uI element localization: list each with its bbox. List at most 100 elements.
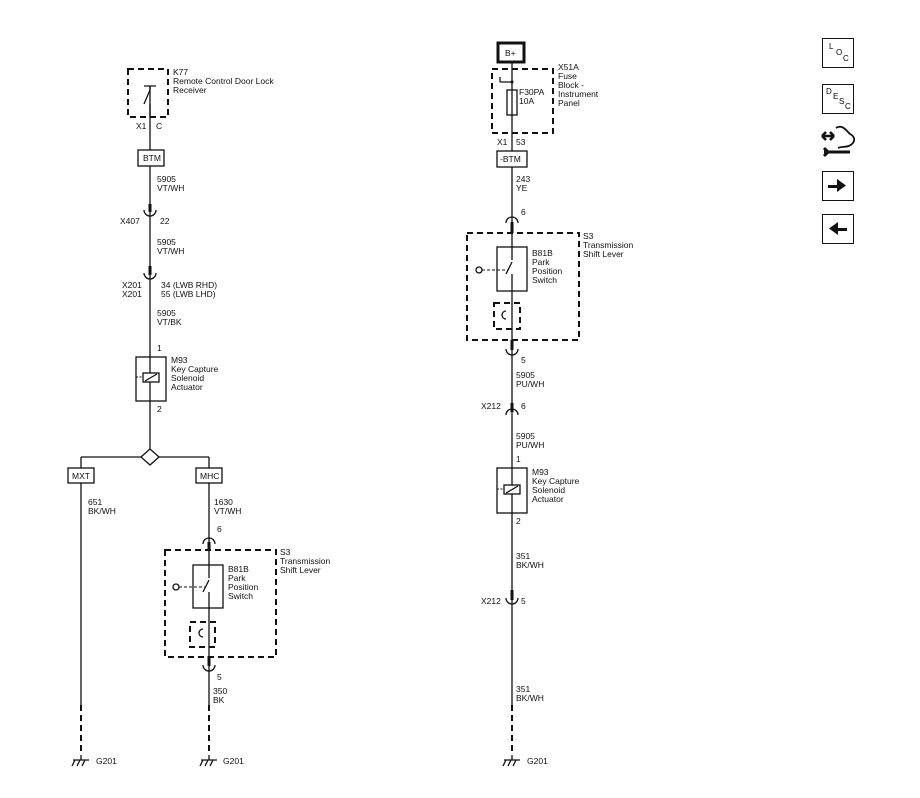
wire-color: VT/WH	[214, 506, 241, 516]
wire-circuit: 243	[516, 174, 530, 184]
internal-connector-box	[493, 302, 521, 330]
ground-label: G201	[527, 756, 548, 766]
b81b-name: Position	[228, 582, 259, 592]
wire-color: PU/WH	[516, 440, 544, 450]
s3-name: Shift Lever	[280, 565, 321, 575]
wire-circuit: 351	[516, 551, 530, 561]
btm-box	[137, 149, 165, 167]
pin-label: 2	[157, 404, 162, 414]
switch-symbol	[505, 247, 513, 291]
wire-circuit: 651	[88, 497, 102, 507]
pin-label: 22	[160, 216, 170, 226]
b81b-name: Position	[532, 266, 563, 276]
fuse-label: F30PA	[519, 87, 545, 97]
splice-diamond	[140, 448, 160, 466]
s3-name: Shift Lever	[583, 249, 624, 259]
pin-label: 5	[521, 596, 526, 606]
mhc-box	[195, 467, 223, 484]
connector-label: X1	[497, 137, 508, 147]
b81b-name: Switch	[228, 591, 253, 601]
description-button[interactable]: D E S C	[822, 84, 854, 114]
m93-label: M93	[532, 467, 549, 477]
ground-icon	[71, 755, 89, 767]
m93-name: Actuator	[532, 494, 564, 504]
s3-label: S3	[583, 231, 594, 241]
m93-box	[496, 467, 528, 514]
connector-label: X1	[136, 121, 147, 131]
connector	[202, 664, 216, 672]
s3-label: S3	[280, 547, 291, 557]
btm-label: BTM	[143, 153, 161, 163]
b81b-label: B81B	[228, 564, 249, 574]
connector-x407	[143, 209, 157, 217]
connector	[505, 348, 519, 356]
component-tool-icon[interactable]	[820, 124, 860, 162]
battery-label: B+	[505, 48, 516, 58]
wire-color: VT/WH	[157, 246, 184, 256]
connector-label: X201	[122, 289, 142, 299]
m93-name: Key Capture	[532, 476, 580, 486]
pin-label: 6	[217, 524, 222, 534]
arrow-left-icon	[829, 222, 847, 235]
desc-letter: E	[833, 92, 839, 101]
pin-label: 53	[516, 137, 526, 147]
next-button[interactable]	[822, 171, 854, 201]
pin-label: 1	[157, 343, 162, 353]
pin-label: C	[156, 121, 162, 131]
connector	[202, 537, 216, 545]
b81b-box	[192, 564, 224, 609]
loc-letter: C	[843, 54, 849, 63]
connector-label: X212	[481, 596, 501, 606]
pin-label: 34 (LWB RHD)	[161, 280, 217, 290]
wire-circuit: 5905	[157, 237, 176, 247]
left-circuit: K77 Remote Control Door Lock Receiver X1…	[67, 67, 330, 767]
k77-name2: Receiver	[173, 85, 207, 95]
battery-positive-box	[496, 41, 526, 64]
b81b-name: Switch	[532, 275, 557, 285]
wire-circuit: 1630	[214, 497, 233, 507]
m93-label: M93	[171, 355, 188, 365]
b81b-label: B81B	[532, 248, 553, 258]
arrow-right-icon	[828, 179, 846, 192]
switch-symbol	[202, 565, 210, 608]
x51a-name: Block -	[558, 80, 584, 90]
b81b-name: Park	[228, 573, 246, 583]
m93-box	[135, 356, 167, 402]
s3-name: Transmission	[280, 556, 330, 566]
right-circuit: B+ F30PA 10A X51A Fuse Block - Instrumen…	[466, 41, 633, 767]
wire-color: BK/WH	[516, 693, 544, 703]
pin-label: 5	[521, 355, 526, 365]
previous-button[interactable]	[822, 214, 854, 244]
wire-color: VT/WH	[157, 183, 184, 193]
connector-x201	[143, 272, 157, 280]
btm-label: -BTM	[500, 154, 521, 164]
actuator-icon	[475, 266, 483, 274]
connector-label: X201	[122, 280, 142, 290]
wire-color: YE	[516, 183, 528, 193]
pin-label: 1	[516, 454, 521, 464]
actuator-icon	[172, 583, 180, 591]
loc-letter: L	[829, 42, 834, 51]
pin-label: 6	[521, 401, 526, 411]
k77-name: Remote Control Door Lock	[173, 76, 274, 86]
s3-component-box	[164, 549, 277, 658]
wire-circuit: 351	[516, 684, 530, 694]
desc-letter: C	[845, 102, 851, 111]
ground-label: G201	[223, 756, 244, 766]
mhc-label: MHC	[200, 471, 219, 481]
wire-color: BK/WH	[516, 560, 544, 570]
x51a-name: Instrument	[558, 89, 599, 99]
k77-component-box	[127, 68, 169, 118]
x51a-name: Fuse	[558, 71, 577, 81]
location-button[interactable]: L O C	[822, 38, 854, 68]
connector-label: X212	[481, 401, 501, 411]
m93-name: Solenoid	[532, 485, 565, 495]
x51a-label: X51A	[558, 62, 579, 72]
m93-name: Key Capture	[171, 364, 219, 374]
fuse-rating: 10A	[519, 96, 534, 106]
loc-letter: O	[836, 48, 843, 57]
x51a-name: Panel	[558, 98, 580, 108]
connector-label: X407	[120, 216, 140, 226]
desc-letter: D	[826, 87, 832, 96]
